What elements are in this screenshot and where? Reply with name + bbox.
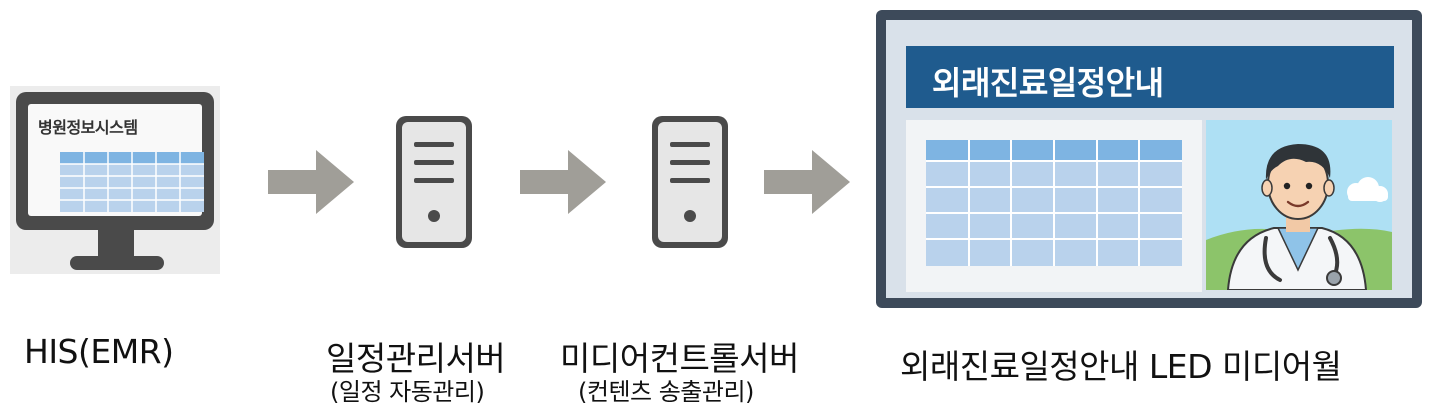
- arrow-right-icon: [268, 150, 356, 214]
- his-table-icon: [60, 152, 204, 212]
- arrow-right-icon: [764, 150, 852, 214]
- led-schedule-table: [906, 120, 1202, 292]
- arrow-right-icon: [520, 150, 608, 214]
- led-media-wall: 외래진료일정안내: [876, 10, 1422, 308]
- server-icon: [396, 116, 472, 248]
- his-label: HIS(EMR): [24, 332, 174, 371]
- schedule-server-label: 일정관리서버: [326, 339, 506, 378]
- his-screen: 병원정보시스템: [28, 104, 204, 216]
- schedule-table-icon: [926, 140, 1182, 266]
- schedule-server-sublabel: (일정 자동관리): [330, 378, 485, 406]
- monitor-base: [70, 256, 164, 270]
- his-screen-title: 병원정보시스템: [38, 118, 138, 137]
- led-screen-title: 외래진료일정안내: [932, 64, 1164, 102]
- doctor-photo: [1206, 120, 1392, 290]
- media-server-label: 미디어컨트롤서버: [560, 339, 799, 378]
- doctor-icon: [1206, 144, 1392, 290]
- media-server-sublabel: (컨텐츠 송출관리): [578, 378, 754, 406]
- monitor-icon: 병원정보시스템: [16, 92, 214, 230]
- server-icon: [652, 116, 728, 248]
- led-header: 외래진료일정안내: [906, 46, 1394, 108]
- monitor-stand: [98, 230, 134, 258]
- led-wall-label: 외래진료일정안내 LED 미디어월: [900, 347, 1342, 386]
